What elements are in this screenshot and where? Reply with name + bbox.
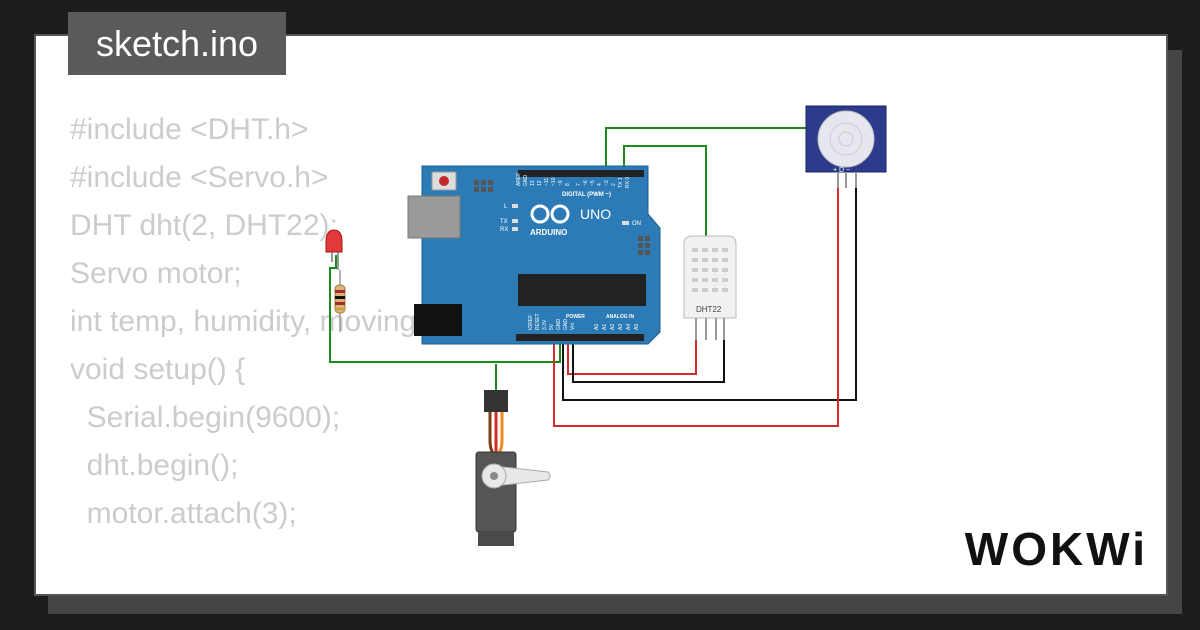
code-line: #include <DHT.h> [70,113,309,146]
icsp-header-right [638,236,650,255]
pin-label-d12: 12 [537,180,543,186]
code-line: motor.attach(3); [70,497,297,530]
icsp-header-top [474,180,493,192]
pin-label-d11: ~11 [544,178,550,186]
wire-black-dht-gnd [572,338,725,383]
pir-pins [837,172,857,188]
pin-label-tx1: TX 1 [618,177,624,188]
servo-horn[interactable] [493,465,551,487]
pin-label-a0: A0 [594,324,600,330]
digital-pwm-label: DIGITAL (PWM ~) [562,192,611,198]
wokwi-logo: WOKWi [964,523,1148,575]
pin-label-d8: 8 [565,183,571,186]
tx-led [512,219,518,223]
servo-connector [484,390,508,412]
wire-red-pir-vcc [553,188,839,427]
on-led [622,221,629,225]
code-line: DHT dht(2, DHT22); [70,209,338,242]
dht22-pins [695,318,725,340]
pin-label-3v3: 3.3V [542,319,548,330]
l-led [512,204,518,208]
pin-label-d6: ~6 [583,180,589,186]
dht22-grille [692,248,728,292]
pir-pin-labels: + D − [833,167,850,174]
pin-label-reset: RESET [535,313,541,330]
pin-label-a2: A2 [610,324,616,330]
l-led-label: L [504,204,508,210]
dht22-sensor[interactable]: DHT22 [683,235,737,340]
analog-in-label: ANALOG IN [606,314,634,320]
code-line: void setup() { [70,353,246,386]
pin-label-d5: ~5 [590,180,596,186]
rx-label: RX [500,227,508,233]
pin-label-rx0: RX 0 [625,177,631,188]
code-line: int temp, humidity, moving; [70,305,425,338]
arduino-brand: ARDUINO [530,228,567,237]
code-line: #include <Servo.h> [70,161,329,194]
resistor[interactable] [334,270,346,332]
pir-motion-sensor[interactable]: + D − [805,105,887,188]
pin-label-gnd: GND [523,175,529,187]
pin-label-gnd1: GND [556,319,562,331]
pin-label-vin: Vin [570,323,576,330]
arduino-infinity-logo [530,204,570,224]
dht22-label: DHT22 [696,305,722,314]
pin-label-a5: A5 [634,324,640,330]
pin-label-ioref: IOREF [528,315,534,330]
pin-label-5v: 5V [549,323,555,330]
pin-label-d7: 7 [576,183,582,186]
red-led[interactable] [325,229,343,270]
power-label: POWER [566,314,585,320]
code-line: Serial.begin(9600); [70,401,341,434]
atmega-chip [518,274,646,306]
arduino-uno-board[interactable]: AREF GND 13 12 ~11 ~10 ~9 8 7 ~6 ~5 4 ~3… [407,165,661,345]
power-jack [414,304,462,336]
servo-wires [488,412,504,458]
pin-label-gnd2: GND [563,319,569,331]
pin-label-d13: 13 [530,180,536,186]
tx-label: TX [500,219,508,225]
wire-black-pir-gnd [562,188,857,401]
wire-red-dht-vcc [567,338,697,375]
servo-motor[interactable] [475,390,551,546]
code-preview: #include <DHT.h> #include <Servo.h> DHT dh… [70,106,425,538]
pin-label-d3: ~3 [604,180,610,186]
pin-label-aref: AREF [516,173,522,186]
pin-label-a4: A4 [626,324,632,330]
power-analog-header[interactable] [516,334,644,341]
code-line: Servo motor; [70,257,242,290]
usb-port [407,195,461,239]
on-label: ON [632,221,641,227]
sketch-tab[interactable]: sketch.ino [68,12,286,75]
digital-header[interactable] [518,170,644,177]
pir-dome [817,110,875,168]
pin-label-a1: A1 [602,324,608,330]
wire-green-led [329,255,561,363]
pin-label-d4: 4 [597,183,603,186]
pin-label-d10: ~10 [551,177,557,186]
pin-label-a3: A3 [618,324,624,330]
code-line: dht.begin(); [70,449,239,482]
uno-model: UNO [580,206,611,222]
pin-label-d9: ~9 [558,180,564,186]
pin-label-d2: 2 [611,183,617,186]
wires [329,127,857,427]
rx-led [512,227,518,231]
reset-button[interactable] [439,176,449,186]
